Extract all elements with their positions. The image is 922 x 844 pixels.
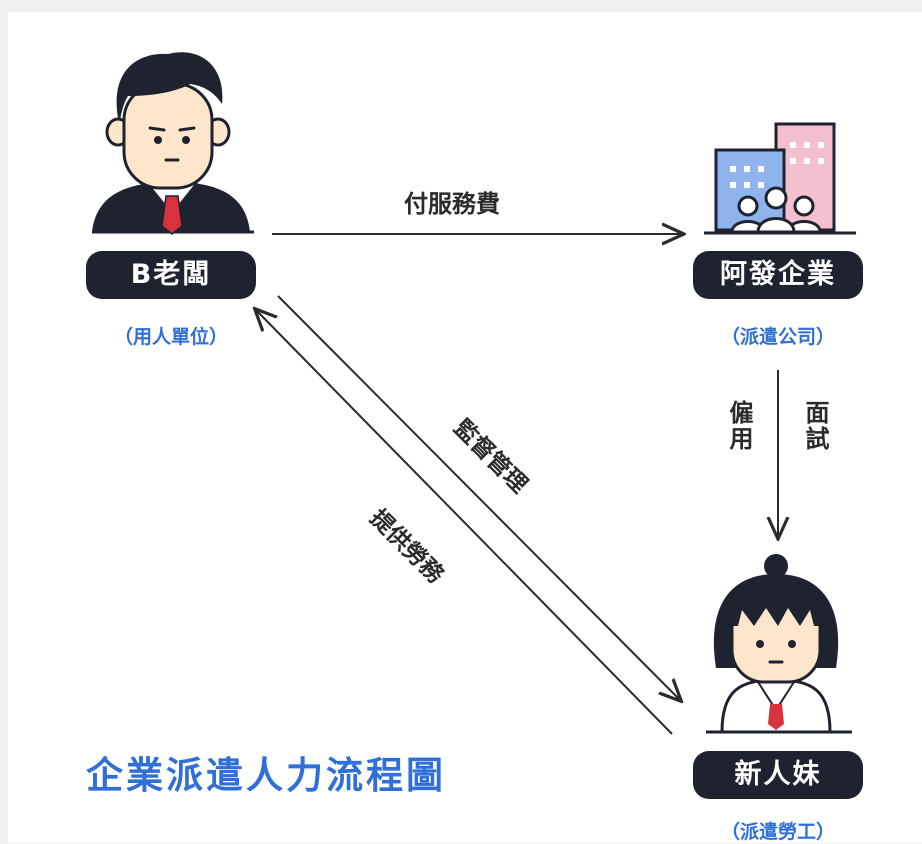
edge-label-hire: 僱用: [725, 400, 753, 452]
arrow-provide-labor: [256, 310, 673, 735]
diagram-title: 企業派遣人力流程圖: [86, 754, 446, 797]
arrow-supervise: [277, 295, 680, 700]
node-boss-pill: B老闆: [86, 251, 256, 299]
node-company-pill: 阿發企業: [693, 251, 863, 299]
node-company-sub: （派遣公司）: [720, 326, 835, 348]
edge-label-pay-fee: 付服務費: [404, 190, 500, 218]
node-boss-label: B老闆: [130, 259, 212, 290]
edge-label-interview: 面試: [801, 400, 829, 452]
node-company-label: 阿發企業: [720, 259, 836, 290]
node-worker-pill: 新人妹: [693, 751, 863, 799]
node-worker-label: 新人妹: [734, 759, 822, 790]
node-boss-sub: （用人單位）: [113, 326, 228, 348]
node-worker-sub: （派遣勞工）: [720, 821, 835, 843]
